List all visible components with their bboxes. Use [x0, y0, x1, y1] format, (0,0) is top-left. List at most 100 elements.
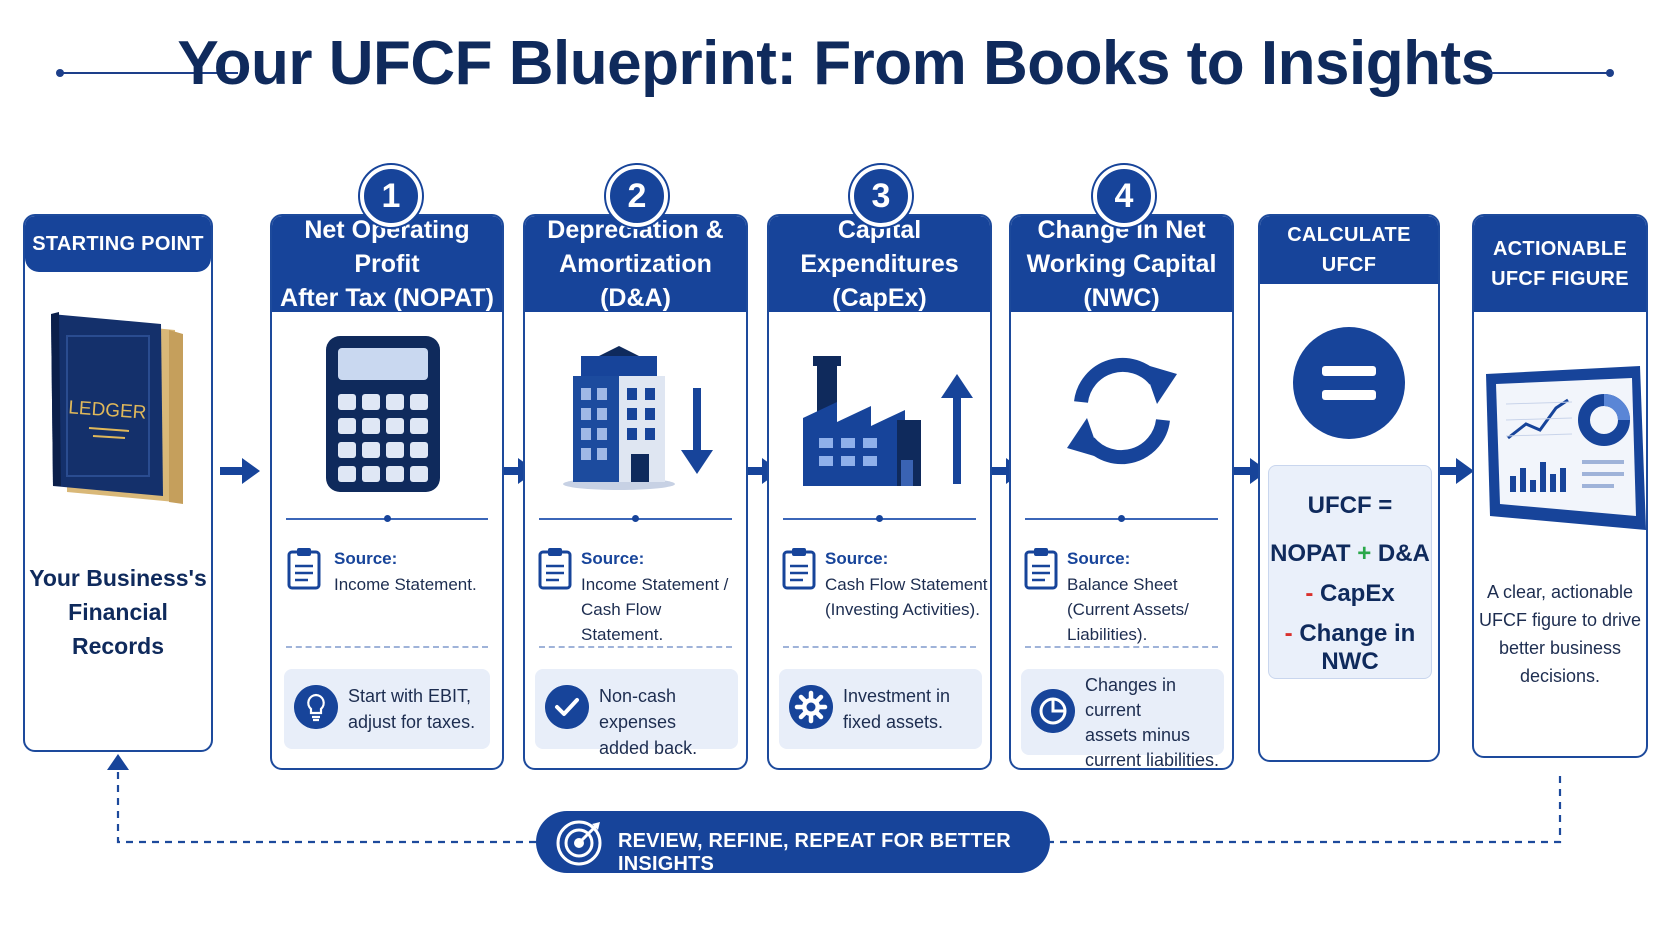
step-4-header: Change in Net Working Capital (NWC) [1011, 216, 1232, 312]
tip-box: Changes in current assets minus current … [1021, 669, 1224, 768]
ufcf-formula-box: UFCF = NOPAT + D&A - CapEx - Change in N… [1268, 465, 1432, 679]
step-card-nopat: Net Operating Profit After Tax (NOPAT) S… [270, 214, 504, 770]
tip-line: Investment in [843, 686, 951, 706]
clipboard-icon [538, 548, 572, 590]
tip-box: Non-cash expenses added back. [535, 669, 738, 758]
page-title: Your UFCF Blueprint: From Books to Insig… [177, 29, 1495, 98]
step-card-capex: Capital Expenditures (CapEx) Source: Cas… [767, 214, 992, 770]
arrow-right-icon [1434, 458, 1474, 484]
step-number-badge-3: 3 [850, 165, 912, 227]
step-card-da: Depreciation & Amortization (D&A) Source… [523, 214, 748, 770]
caption-line-2: Financial Records [68, 599, 168, 659]
source-text: Income Statement. [334, 572, 477, 597]
title-left-line [60, 72, 238, 74]
calculator-icon [326, 336, 440, 492]
tip-line: assets minus [1085, 725, 1191, 745]
clipboard-icon [1024, 548, 1058, 590]
source-label: Source: [581, 549, 645, 568]
caption-line: UFCF figure to drive [1478, 610, 1642, 630]
clipboard-icon [287, 548, 321, 590]
factory-up-arrow-icon [803, 356, 973, 486]
target-icon [556, 820, 602, 866]
formula-da: D&A [1377, 540, 1430, 567]
source-line: (Investing Activities). [825, 600, 980, 619]
actionable-header: ACTIONABLE UFCF FIGURE [1474, 216, 1646, 312]
step-3-header: Capital Expenditures (CapEx) [769, 216, 990, 312]
step-number-badge-4: 4 [1093, 165, 1155, 227]
source-line: Cash Flow Statement [825, 575, 988, 594]
arrow-right-icon [220, 458, 260, 484]
calculate-header-text: CALCULATE UFCF [1287, 224, 1411, 276]
actionable-header-line-2: UFCF FIGURE [1491, 268, 1629, 290]
starting-point-header: STARTING POINT [25, 216, 211, 272]
plus-sign: + [1357, 540, 1372, 567]
cycle-arrows-icon [1067, 357, 1177, 465]
actionable-caption: A clear, actionable UFCF figure to drive… [1474, 578, 1646, 690]
source-text: Income Statement / Cash Flow Statement. [581, 572, 746, 647]
step-card-nwc: Change in Net Working Capital (NWC) Sour… [1009, 214, 1234, 770]
tip-text: Non-cash expenses added back. [599, 683, 738, 761]
source-label: Source: [334, 549, 398, 568]
caption-line: decisions. [1519, 666, 1601, 686]
dashed-divider [286, 646, 488, 648]
source-line: Liabilities). [1067, 625, 1148, 644]
source-line: Cash Flow Statement. [581, 600, 664, 644]
source-text: Balance Sheet (Current Assets/ Liabiliti… [1067, 572, 1189, 647]
dashed-divider [539, 646, 732, 648]
tip-text: Investment in fixed assets. [843, 683, 950, 735]
tip-box: Start with EBIT, adjust for taxes. [284, 669, 490, 749]
ledger-book-icon: LEDGER [51, 312, 183, 504]
caption-line: better business [1498, 638, 1622, 658]
starting-point-header-text: STARTING POINT [32, 233, 204, 255]
step-2-header-line-2: Amortization (D&A) [559, 250, 712, 312]
step-4-header-line-2: Working Capital (NWC) [1026, 250, 1217, 312]
step-number-badge-2: 2 [606, 165, 668, 227]
formula-nwc: Change in NWC [1299, 620, 1416, 675]
formula-nopat: NOPAT [1270, 540, 1351, 567]
title-right-line [1490, 72, 1610, 74]
building-down-arrow-icon [563, 346, 713, 490]
step-number-badge-1: 1 [360, 165, 422, 227]
pie-chart-icon [1031, 689, 1075, 733]
minus-sign: - [1305, 580, 1314, 607]
dashed-divider [1025, 646, 1218, 648]
tip-text: Start with EBIT, adjust for taxes. [348, 683, 475, 735]
dashboard-monitor-icon [1486, 366, 1646, 530]
formula-line-2: NOPAT + D&A [1269, 540, 1431, 568]
caption-line: A clear, actionable [1486, 582, 1634, 602]
tip-line: Non-cash expenses [599, 686, 677, 732]
divider-dot [384, 515, 391, 522]
actionable-ufcf-card: ACTIONABLE UFCF FIGURE A clear, actionab… [1472, 214, 1648, 758]
equals-icon [1293, 327, 1405, 439]
caption-line-1: Your Business's [29, 565, 207, 591]
dashed-divider [783, 646, 976, 648]
formula-line-4: - Change in NWC [1269, 620, 1431, 676]
title-right-dot [1606, 69, 1614, 77]
tip-line: Start with EBIT, [348, 686, 472, 706]
checkmark-icon [545, 685, 589, 729]
tip-line: Changes in current [1085, 675, 1177, 720]
clipboard-icon [782, 548, 816, 590]
starting-point-card: STARTING POINT LEDGER Your Business's Fi… [23, 214, 213, 752]
source-line: Income Statement. [334, 575, 477, 594]
divider-dot [632, 515, 639, 522]
step-1-header-line-2: After Tax (NOPAT) [280, 284, 494, 312]
lightbulb-icon [294, 685, 338, 729]
tip-line: added back. [599, 738, 698, 758]
step-2-header: Depreciation & Amortization (D&A) [525, 216, 746, 312]
banner-text: REVIEW, REFINE, REPEAT FOR BETTER INSIGH… [618, 830, 1011, 875]
source-label: Source: [825, 549, 889, 568]
source-line: (Current Assets/ [1067, 600, 1189, 619]
tip-line: adjust for taxes. [348, 712, 476, 732]
step-1-header: Net Operating Profit After Tax (NOPAT) [272, 216, 502, 312]
formula-capex: CapEx [1319, 580, 1395, 607]
review-refine-repeat-banner: REVIEW, REFINE, REPEAT FOR BETTER INSIGH… [536, 811, 1050, 875]
tip-box: Investment in fixed assets. [779, 669, 982, 749]
step-3-header-line-2: Expenditures (CapEx) [800, 250, 959, 312]
divider-dot [1118, 515, 1125, 522]
source-line: Balance Sheet [1067, 575, 1178, 594]
calculate-header: CALCULATE UFCF [1260, 216, 1438, 284]
divider-dot [876, 515, 883, 522]
source-label: Source: [1067, 549, 1131, 568]
feedback-loop-line [107, 754, 1562, 844]
